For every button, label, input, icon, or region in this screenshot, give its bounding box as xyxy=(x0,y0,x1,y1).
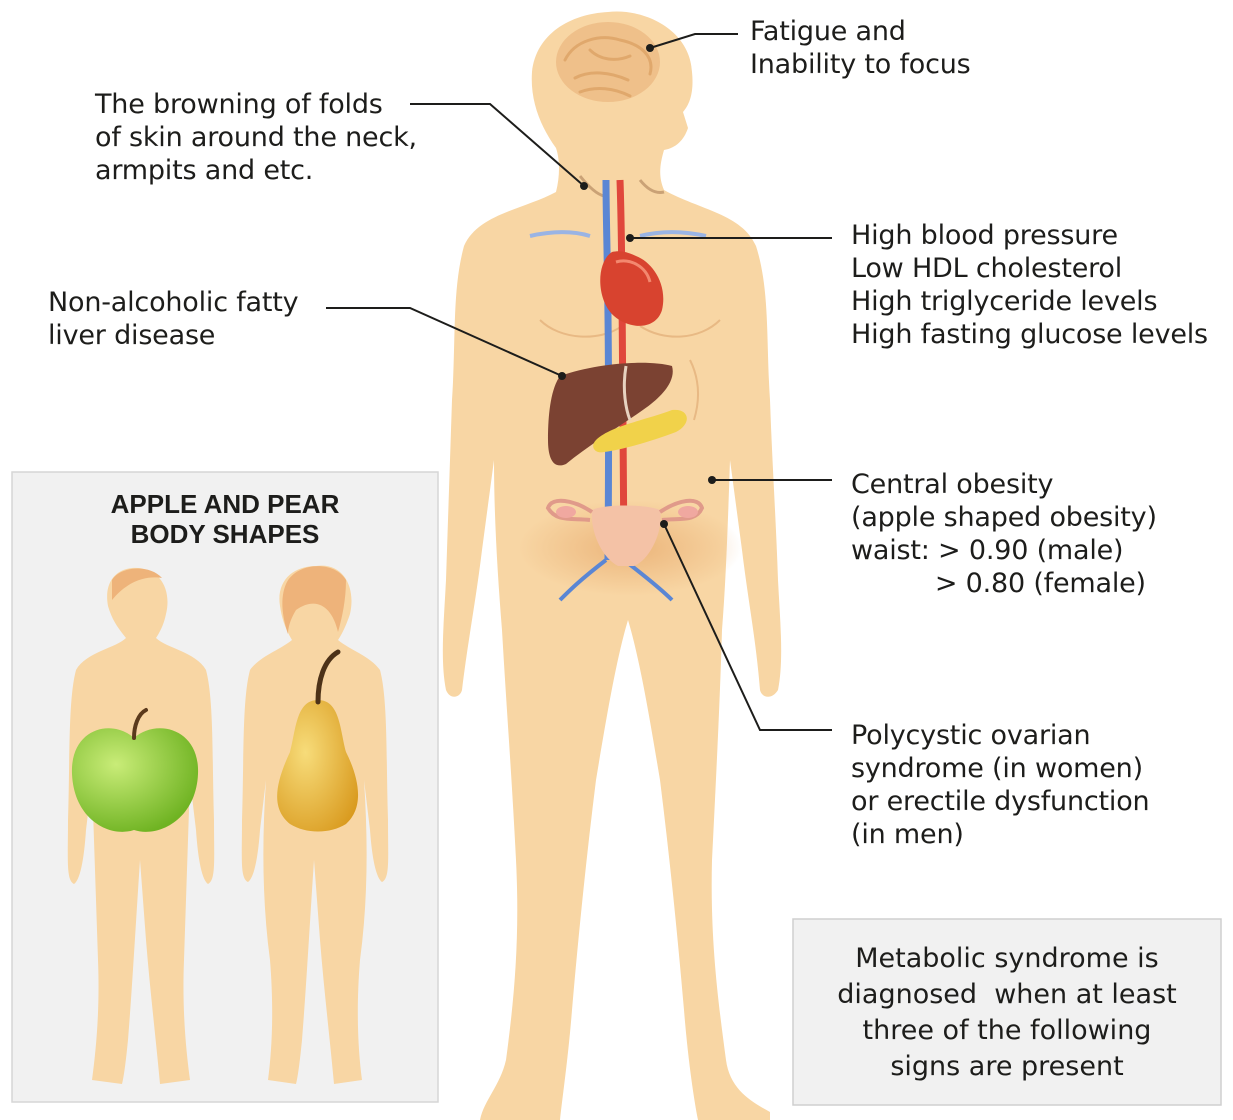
brain-icon xyxy=(556,22,660,102)
label-pcos-line: or erectile dysfunction xyxy=(851,785,1149,818)
label-blood-line: High triglyceride levels xyxy=(851,285,1208,318)
label-blood-markers: High blood pressure Low HDL cholesterol … xyxy=(851,219,1208,351)
note-line: Metabolic syndrome is xyxy=(793,941,1221,977)
label-skin-folds: The browning of folds of skin around the… xyxy=(95,88,417,187)
note-line: signs are present xyxy=(793,1049,1221,1085)
label-fatigue: Fatigue and Inability to focus xyxy=(750,15,971,81)
label-fatigue-line: Inability to focus xyxy=(750,48,971,81)
label-skin-line: of skin around the neck, xyxy=(95,121,417,154)
label-liver: Non-alcoholic fatty liver disease xyxy=(48,286,298,352)
label-skin-line: armpits and etc. xyxy=(95,154,417,187)
label-pcos: Polycystic ovarian syndrome (in women) o… xyxy=(851,719,1149,851)
label-liver-line: Non-alcoholic fatty xyxy=(48,286,298,319)
inset-title-line: BODY SHAPES xyxy=(12,519,438,549)
label-fatigue-line: Fatigue and xyxy=(750,15,971,48)
label-obesity-line: Central obesity xyxy=(851,468,1157,501)
inset-title-line: APPLE AND PEAR xyxy=(12,489,438,519)
label-pcos-line: (in men) xyxy=(851,818,1149,851)
label-blood-line: High fasting glucose levels xyxy=(851,318,1208,351)
label-central-obesity: Central obesity (apple shaped obesity) w… xyxy=(851,468,1157,600)
label-blood-line: Low HDL cholesterol xyxy=(851,252,1208,285)
label-skin-line: The browning of folds xyxy=(95,88,417,121)
label-pcos-line: Polycystic ovarian xyxy=(851,719,1149,752)
label-obesity-line: (apple shaped obesity) xyxy=(851,501,1157,534)
note-line: three of the following xyxy=(793,1013,1221,1049)
apple-pear-inset xyxy=(12,472,438,1102)
label-obesity-line: > 0.80 (female) xyxy=(851,567,1157,600)
main-body-figure xyxy=(443,12,781,1120)
inset-title: APPLE AND PEAR BODY SHAPES xyxy=(12,489,438,549)
label-obesity-line: waist: > 0.90 (male) xyxy=(851,534,1157,567)
label-liver-line: liver disease xyxy=(48,319,298,352)
note-line: diagnosed when at least xyxy=(793,977,1221,1013)
diagnosis-note: Metabolic syndrome is diagnosed when at … xyxy=(793,941,1221,1085)
label-blood-line: High blood pressure xyxy=(851,219,1208,252)
label-pcos-line: syndrome (in women) xyxy=(851,752,1149,785)
